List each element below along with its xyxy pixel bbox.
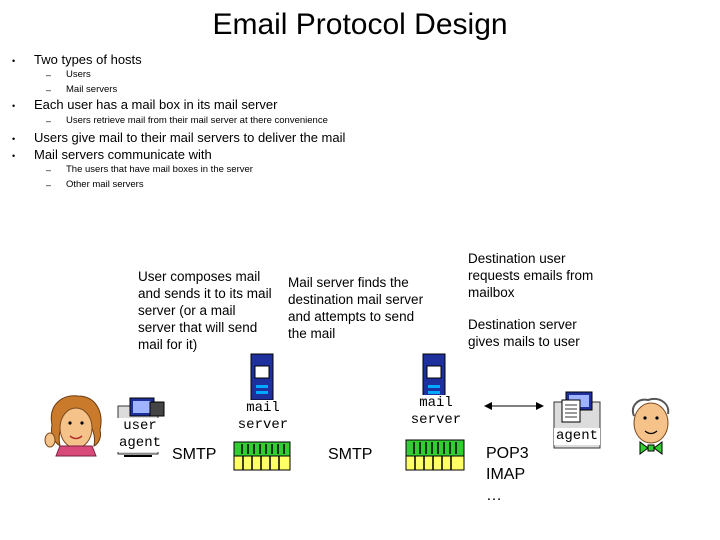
dash-icon: –	[46, 116, 52, 126]
bullet-icon: •	[12, 151, 16, 161]
slide-title: Email Protocol Design	[212, 8, 508, 41]
mail-server-1-icon	[250, 353, 274, 401]
imap-label: IMAP	[486, 466, 526, 483]
annotation-gives: Destination server gives mails to user	[468, 317, 580, 349]
bullet-mailbox: Each user has a mail box in its mail ser…	[34, 97, 278, 112]
bullet-give-mail: Users give mail to their mail servers to…	[34, 130, 346, 145]
sub-bullet-mail-servers: Mail servers	[66, 84, 118, 95]
bullet-icon: •	[12, 56, 16, 66]
user-agent-label: user agent	[116, 418, 164, 452]
mail-queue-1	[233, 441, 291, 471]
bullet-communicate: Mail servers communicate with	[34, 147, 212, 162]
woman-user-icon	[44, 395, 102, 457]
sub-bullet-mailbox-users: The users that have mail boxes in the se…	[66, 164, 253, 175]
mail-server-1-label: mail server	[234, 400, 292, 434]
man-user-icon	[632, 398, 670, 455]
mail-queue-2	[405, 439, 465, 471]
agent-label: agent	[554, 428, 600, 445]
bullet-host-types: Two types of hosts	[34, 52, 142, 67]
pop3-label: POP3	[486, 445, 529, 462]
annotation-finds-server: Mail server finds the destination mail s…	[288, 275, 424, 341]
dash-icon: –	[46, 180, 52, 190]
annotation-compose: User composes mail and sends it to its m…	[138, 269, 272, 352]
dash-icon: –	[46, 85, 52, 95]
sub-bullet-users: Users	[66, 69, 91, 80]
sub-bullet-other-servers: Other mail servers	[66, 179, 144, 190]
bullet-icon: •	[12, 101, 16, 111]
mail-server-2-icon	[422, 353, 446, 401]
annotation-requests: Destination user requests emails from ma…	[468, 251, 594, 300]
bullet-icon: •	[12, 134, 16, 144]
double-arrow	[484, 402, 544, 410]
dash-icon: –	[46, 165, 52, 175]
smtp-label-2: SMTP	[328, 446, 373, 463]
dash-icon: –	[46, 70, 52, 80]
sub-bullet-retrieve: Users retrieve mail from their mail serv…	[66, 115, 328, 126]
ellipsis-label: …	[486, 487, 502, 504]
mail-server-2-label: mail server	[406, 395, 466, 429]
smtp-label-1: SMTP	[172, 446, 217, 463]
